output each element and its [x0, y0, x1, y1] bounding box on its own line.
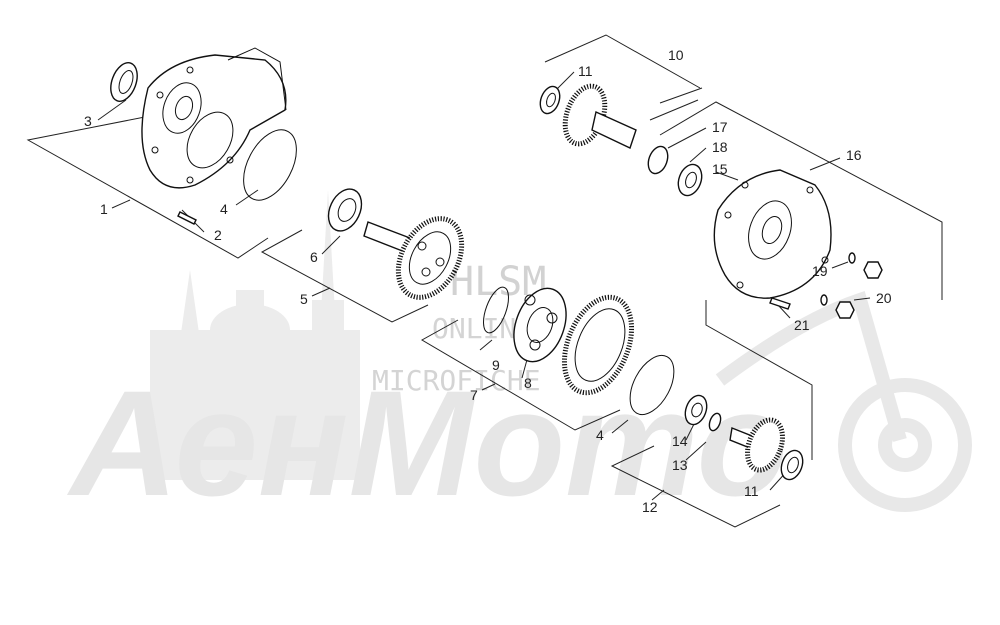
group-10-bracket: [544, 34, 701, 89]
watermark-layer: АенМото HLSM ONLINE MICROFICHE: [66, 190, 972, 527]
callout-17: 17: [712, 119, 728, 135]
leader-13: [685, 441, 707, 461]
callout-4-upper: 4: [220, 201, 228, 217]
seal-17: [647, 145, 669, 175]
callout-21: 21: [794, 317, 810, 333]
callout-12: 12: [642, 499, 658, 515]
callout-6: 6: [310, 249, 318, 265]
callout-2: 2: [214, 227, 222, 243]
leader-17: [667, 127, 707, 149]
leader-4b: [611, 419, 629, 434]
leader-6: [321, 235, 341, 255]
leader-20: [853, 297, 871, 301]
callout-11-upper: 11: [578, 63, 593, 79]
washer-19a: [848, 252, 856, 264]
snap-ring-4a: [243, 129, 297, 201]
watermark-brand: АенМото: [66, 359, 788, 527]
callout-18: 18: [712, 139, 728, 155]
gear-case-left: [141, 47, 287, 189]
leader-11a: [555, 71, 575, 91]
callout-16: 16: [846, 147, 862, 163]
callout-5: 5: [300, 291, 308, 307]
callout-3: 3: [84, 113, 92, 129]
leader-9: [479, 339, 493, 351]
parts-layer: [110, 47, 883, 481]
leader-5: [311, 287, 331, 297]
watermark-cathedral: [150, 190, 360, 480]
leader-7: [481, 383, 496, 391]
callout-7: 7: [470, 387, 478, 403]
callout-15: 15: [712, 161, 728, 177]
callout-10: 10: [668, 47, 684, 63]
leader-4a: [235, 189, 259, 206]
callouts: 3 1 2 4 6 5 9 8 7 4 10 11 17 18 15 16 19…: [84, 47, 892, 515]
ring-gear-shaft-5: [363, 216, 465, 300]
washer-19b: [820, 294, 828, 306]
seal-3: [110, 62, 138, 102]
group-1-bracket: [26, 114, 269, 259]
output-gear-10: [562, 83, 637, 149]
snap-ring-9: [483, 286, 509, 334]
carrier-8: [513, 287, 567, 363]
callout-9: 9: [492, 357, 500, 373]
leader-18: [689, 147, 707, 163]
callout-19: 19: [812, 263, 828, 279]
gear-case-right: [713, 169, 832, 299]
callout-8: 8: [524, 375, 532, 391]
group-16-lower: [705, 300, 813, 460]
ring-gear-7: [561, 294, 635, 396]
group-10-break-b: [649, 99, 699, 121]
nut-20a: [863, 261, 883, 279]
callout-20: 20: [876, 290, 892, 306]
bearing-14: [684, 394, 708, 426]
leader-19: [831, 261, 849, 269]
leader-3: [97, 99, 127, 121]
bolt-21: [769, 297, 791, 310]
washer-13: [708, 412, 722, 432]
dowel-pin-2: [177, 211, 197, 225]
callout-13: 13: [672, 457, 688, 473]
leader-lines: [26, 34, 943, 528]
group-12-bracket: [610, 445, 781, 528]
leader-1: [111, 199, 131, 209]
nut-20b: [835, 301, 855, 319]
leader-21: [777, 304, 791, 319]
leader-14: [685, 423, 695, 441]
group-5-bracket: [260, 229, 429, 323]
seal-11a: [539, 85, 561, 115]
leader-12: [651, 489, 665, 501]
leader-15: [715, 171, 739, 181]
callout-11-lower: 11: [744, 483, 759, 499]
group-10-break-a: [659, 87, 703, 104]
callout-14: 14: [672, 433, 688, 449]
idler-gear-12: [729, 417, 785, 473]
watermark-microfiche: MICROFICHE: [372, 364, 541, 397]
watermark-motorcycle: [715, 291, 972, 512]
bearing-6: [327, 188, 363, 232]
snap-ring-4b: [629, 355, 675, 415]
seal-11b: [780, 449, 804, 481]
callout-1: 1: [100, 201, 108, 217]
callout-4-lower: 4: [596, 427, 604, 443]
bearing-18: [677, 163, 703, 197]
group-7-bracket: [420, 319, 621, 431]
leader-16: [809, 157, 841, 171]
